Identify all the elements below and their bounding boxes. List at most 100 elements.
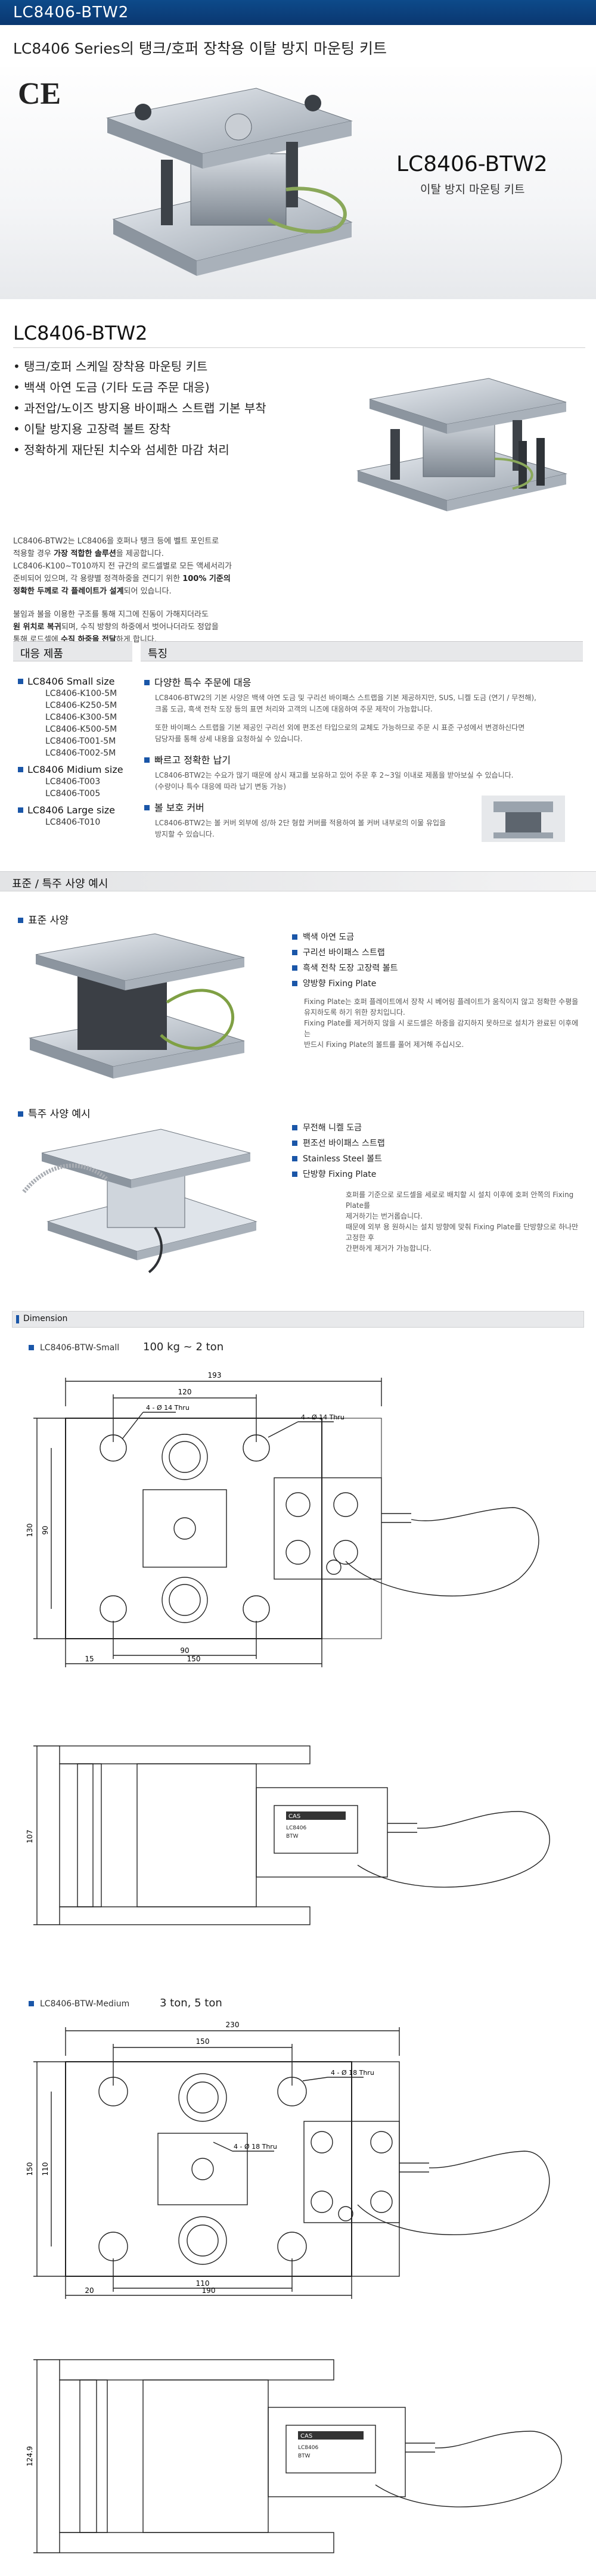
specialty-item: 빠르고 정확한 납기 LC8406-BTW2는 수요가 많기 때문에 상시 재고…: [144, 752, 567, 793]
desc-line: 방지할 수 있습니다.: [155, 830, 215, 838]
note-line: 호퍼를 기준으로 로드셀을 세로로 배치할 시 설치 이후에 호퍼 안쪽의 Fi…: [346, 1191, 574, 1210]
product-item: LC8406-K300-5M: [45, 713, 117, 722]
product-item: LC8406-T010: [45, 818, 101, 827]
note-line: Fixing Plate를 제거하지 않을 시 로드셀은 하중을 감지하지 못하…: [304, 1019, 579, 1038]
spec-item: 백색 아연 도금: [292, 930, 398, 945]
desc-line: 담당자를 통해 상세 내용을 요청하실 수 있습니다.: [155, 735, 303, 743]
standard-spec-note: Fixing Plate는 호퍼 플레이트에서 장착 시 베어링 플레이트가 움…: [304, 996, 584, 1050]
dim-inner: 90: [41, 1525, 49, 1534]
product-item: LC8406-K500-5M: [45, 725, 117, 734]
product-group-title: LC8406 Large size: [18, 804, 123, 816]
specialty-title: 빠르고 정확한 납기: [144, 752, 567, 766]
custom-spec-note: 호퍼를 기준으로 로드셀을 세로로 배치할 시 설치 이후에 호퍼 안쪽의 Fi…: [346, 1189, 584, 1254]
dim-bottom: 90: [180, 1646, 189, 1655]
desc-line: LC8406-BTW2의 기본 사양은 백색 아연 도금 및 구리선 바이패스 …: [155, 694, 536, 702]
specialty-header: 특징: [141, 641, 583, 661]
plate-brand: CAS: [288, 1813, 300, 1820]
intro-line: 적용할 경우: [13, 549, 54, 558]
custom-spec-photo: [22, 1129, 257, 1273]
desc-line: LC8406-BTW2는 볼 커버 외부에 성/하 2단 형합 커버를 적용하여…: [155, 819, 446, 827]
small-side-view-drawing: CAS LC8406 BTW 107: [26, 1745, 550, 1925]
feature-list: 탱크/호퍼 스케일 장착용 마운팅 키트 백색 아연 도금 (기타 도금 주문 …: [13, 356, 266, 461]
product-photo: [356, 378, 567, 511]
spec-item: 흑색 전착 도장 고장력 볼트: [292, 961, 398, 976]
medium-top-view-drawing: 230 150 150 110 110 190 20 4 - Ø 18 Thru…: [26, 2021, 550, 2299]
specialty-desc: LC8406-BTW2는 볼 커버 외부에 성/하 2단 형합 커버를 적용하여…: [144, 818, 478, 840]
note-line: 제거하기는 번거롭습니다.: [346, 1212, 423, 1220]
section-title: LC8406-BTW2: [13, 322, 148, 344]
plate-model-b: BTW: [286, 1834, 299, 1839]
spec-item: 편조선 바이패스 스트랩: [292, 1136, 385, 1151]
product-item: LC8406-T002-5M: [45, 748, 116, 758]
dim-height: 150: [26, 2162, 34, 2176]
note-line: Fixing Plate는 호퍼 플레이트에서 장착 시 베어링 플레이트가 움…: [304, 998, 579, 1006]
dim-overall: 193: [208, 1371, 222, 1379]
dim-inner: 110: [41, 2162, 49, 2176]
cover-photo: [482, 796, 565, 842]
dim-hole: 4 - Ø 14 Thru: [301, 1413, 344, 1421]
intro-emphasis: 100% 기준의: [182, 574, 231, 583]
dim-mid: 120: [178, 1388, 192, 1396]
intro-line: 불임과 볼을 이용한 구조를 통해 지그에 진동이 가해지더라도: [13, 610, 209, 619]
feature-item: 백색 아연 도금 (기타 도금 주문 대응): [13, 377, 266, 398]
intro-line: 준비되어 있으며, 각 용량별 정격하중을 견디기 위한: [13, 574, 183, 583]
spec-item: Stainless Steel 볼트: [292, 1151, 385, 1167]
medium-side-view-drawing: CAS LC8406 BTW 124.9: [26, 2359, 562, 2553]
standard-spec-photo: [29, 933, 245, 1079]
intro-line: 을 제공합니다.: [116, 549, 164, 558]
product-item: LC8406-K250-5M: [45, 701, 117, 710]
desc-line: (수량이나 특수 대응에 따라 납기 변동 가능): [155, 782, 286, 791]
intro-emphasis: 가장 적합한 솔루션: [54, 549, 116, 558]
standard-spec-header: 표준 사양: [18, 912, 69, 927]
intro-emphasis: 원 위치로 복귀: [13, 623, 61, 632]
dim-mid: 150: [196, 2037, 210, 2046]
plate-model-b: BTW: [298, 2453, 311, 2459]
dim-side-height: 124.9: [26, 2446, 34, 2466]
dim-overall: 230: [226, 2021, 240, 2029]
note-line: 반드시 Fixing Plate의 볼트를 풀어 제거해 주십시오.: [304, 1040, 464, 1049]
dimension-band: Dimension: [12, 1311, 584, 1328]
dim-height: 130: [26, 1524, 34, 1537]
dim-hole: 4 - Ø 14 Thru: [146, 1404, 190, 1412]
plate-brand: CAS: [300, 2433, 312, 2440]
desc-line: [155, 715, 567, 722]
desc-line: 크롬 도금, 흑색 전착 도장 등의 표면 처리와 고객의 니즈에 대응하여 주…: [155, 705, 433, 713]
intro-line: 되어 있습니다.: [123, 587, 172, 596]
desc-line: 또한 바이패스 스트랩을 기본 제공인 구리선 외에 편조선 타입으로의 교체도…: [155, 723, 525, 732]
dim-bottom: 110: [196, 2279, 210, 2288]
dim-span: 150: [187, 1655, 201, 1663]
specialty-desc: LC8406-BTW2는 수요가 많기 때문에 상시 재고를 보유하고 있어 주…: [144, 770, 567, 793]
note-line: 때문에 외부 용 원하시는 설치 방향에 맞춰 Fixing Plate를 단방…: [346, 1223, 579, 1242]
custom-spec-list: 무전해 니켈 도금 편조선 바이패스 스트랩 Stainless Steel 볼…: [292, 1120, 385, 1182]
product-item: LC8406-T005: [45, 789, 101, 798]
feature-item: 과전압/노이즈 방지용 바이패스 스트랩 기본 부착: [13, 398, 266, 419]
dim-span: 190: [202, 2286, 216, 2295]
feature-item: 탱크/호퍼 스케일 장착용 마운팅 키트: [13, 356, 266, 377]
spec-example-band: 표준 / 특주 사양 예시: [0, 871, 596, 891]
dim-edge: 15: [85, 1655, 94, 1663]
intro-line: 되며, 수직 방향의 하중에서 벗어나더라도 정압을: [61, 623, 219, 632]
title-bar: LC8406-BTW2: [0, 0, 596, 25]
intro-emphasis: 정확한 두께로 각 플레이트가 설계: [13, 587, 124, 596]
note-line: 유지하도록 하기 위한 장치입니다.: [304, 1008, 405, 1017]
dimension-small-range: 100 kg ~ 2 ton: [143, 1341, 224, 1353]
custom-spec-header: 특주 사양 예시: [18, 1105, 91, 1120]
product-item: LC8406-T003: [45, 777, 101, 787]
desc-line: LC8406-BTW2는 수요가 많기 때문에 상시 재고를 보유하고 있어 주…: [155, 771, 514, 779]
header-model-title: LC8406-BTW2: [13, 4, 129, 21]
product-item: LC8406-K100-5M: [45, 689, 117, 698]
dim-side-height: 107: [26, 1830, 34, 1844]
standard-spec-list: 백색 아연 도금 구리선 바이패스 스트랩 흑색 전착 도장 고장력 볼트 양방…: [292, 930, 398, 992]
section-divider: [13, 347, 585, 348]
specialty-item: 볼 보호 커버 LC8406-BTW2는 볼 커버 외부에 성/하 2단 형합 …: [144, 800, 478, 840]
hero-model-name: LC8406-BTW2: [396, 152, 548, 176]
dimension-medium-range: 3 ton, 5 ton: [160, 1997, 222, 2009]
spec-item: 양방향 Fixing Plate: [292, 976, 398, 992]
product-group-title: LC8406 Midium size: [18, 764, 123, 776]
hero-description: 이탈 방지 마운팅 키트: [420, 183, 525, 196]
specialty-item: 다양한 특수 주문에 대응 LC8406-BTW2의 기본 사양은 백색 아연 …: [144, 675, 567, 745]
page-subtitle: LC8406 Series의 탱크/호퍼 장착용 이탈 방지 마운팅 키트: [13, 40, 387, 57]
spec-item: 구리선 바이패스 스트랩: [292, 945, 398, 961]
dimension-small-label: LC8406-BTW-Small: [29, 1343, 119, 1353]
